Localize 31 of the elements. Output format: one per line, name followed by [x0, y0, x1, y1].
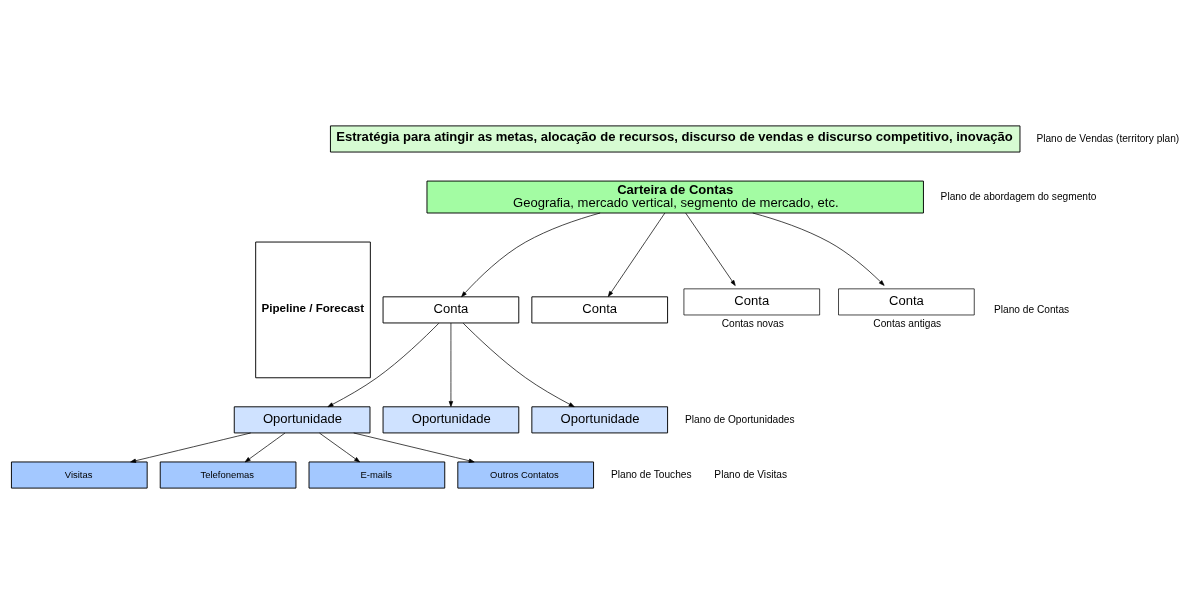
node-box: Oportunidade: [531, 405, 669, 433]
node-box: Pipeline / Forecast: [255, 241, 371, 378]
label: Plano de Oportunidades: [685, 413, 795, 425]
arrow: [607, 212, 666, 297]
node-box: Outros Contatos: [457, 461, 594, 489]
node-box: Conta: [382, 295, 520, 323]
label: Plano de Contas: [994, 303, 1070, 315]
arrow: [448, 322, 454, 407]
node-box: Oportunidade: [233, 405, 371, 433]
arrow: [244, 432, 286, 462]
arrow: [319, 432, 360, 462]
arrow: [752, 212, 885, 286]
node-box: Carteira de Contas Geografia, mercado vertical, segmento de mercado, etc.: [426, 180, 924, 213]
arrow: [462, 322, 575, 407]
node-box: E-mails: [308, 461, 446, 489]
label: Plano de Vendas (territory plan): [1036, 132, 1180, 144]
node-box: Telefonemas: [159, 461, 297, 489]
label: Plano de Visitas: [714, 468, 788, 480]
arrow: [685, 212, 736, 286]
node-box: Visitas: [10, 461, 148, 489]
node-label: Contas antigas: [873, 317, 942, 329]
node-box: Oportunidade: [382, 405, 520, 433]
node-box: Estratégia para atingir as metas, alocação de recursos, discurso de vendas e discurso competitivo, inovação: [329, 124, 1021, 152]
arrow: [130, 432, 252, 463]
label: Plano de abordagem do segmento: [940, 190, 1097, 202]
node-box: Conta: [531, 295, 669, 323]
node-label: Contas novas: [721, 317, 784, 329]
arrow: [461, 212, 601, 297]
arrow: [327, 322, 440, 407]
label: Plano de Touches: [610, 468, 692, 480]
arrow: [353, 432, 475, 463]
